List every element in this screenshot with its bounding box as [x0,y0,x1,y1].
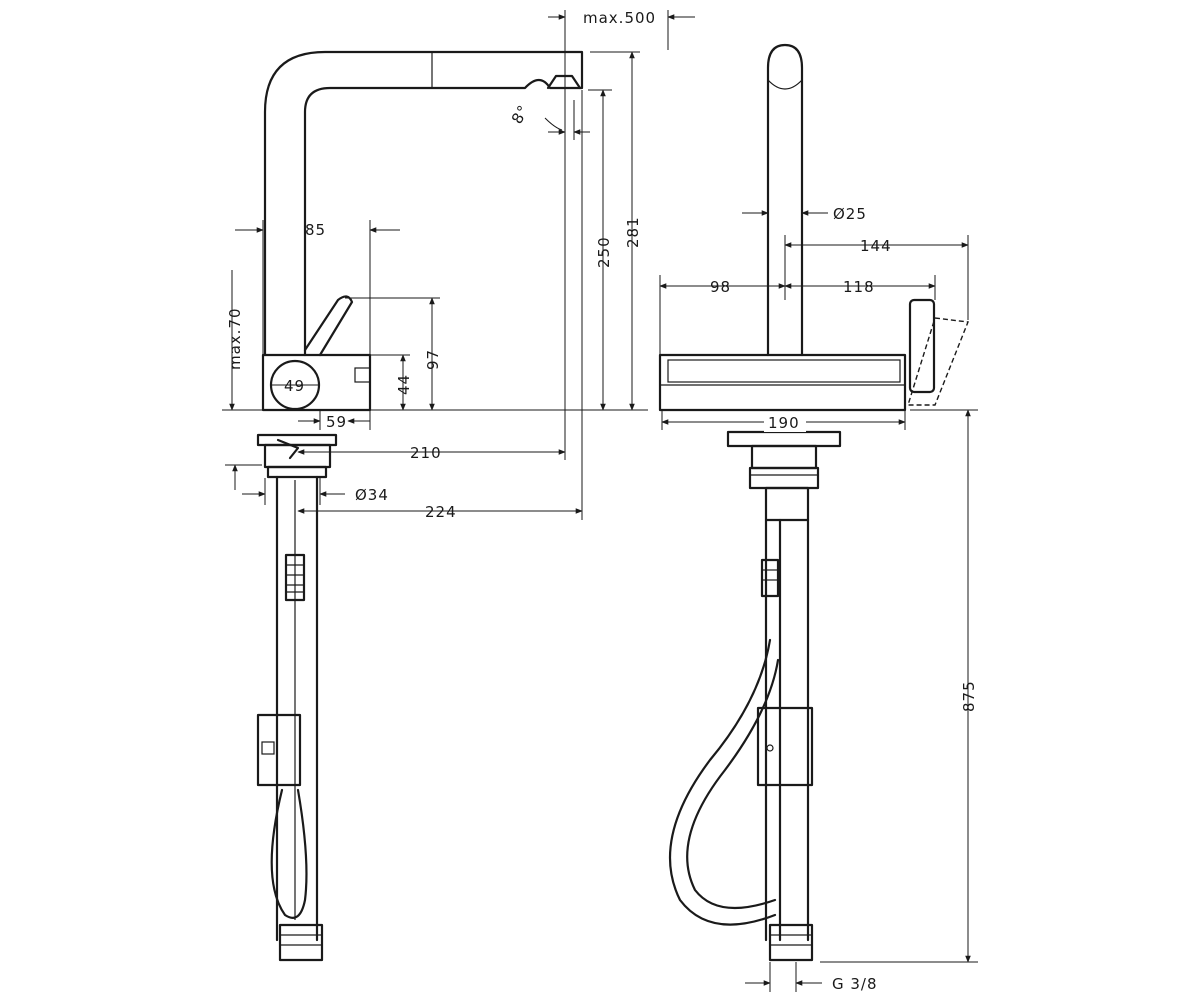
side-mount-clip [276,438,300,460]
dim-281: 281 [624,216,642,248]
dim-max-500: max.500 [583,9,656,27]
front-hose-weight [760,558,780,598]
dim-d25: Ø25 [833,205,867,223]
front-hose-loop-inner [686,658,780,910]
front-mount-nut [748,466,820,490]
side-flange [256,433,338,447]
dim-g38: G 3/8 [832,975,878,993]
front-body-grille [667,359,901,383]
front-dimensions: Ø25 144 98 118 190 875 G 3/8 [659,205,978,993]
dim-44: 44 [395,374,413,395]
dim-250: 250 [595,236,613,268]
front-hose-guide-pin [766,744,774,752]
front-spout-column [766,43,804,357]
dim-59: 59 [326,413,347,431]
dim-144: 144 [860,237,892,255]
side-dimensions: max.500 281 250 8° 85 max.70 97 44 [225,9,695,521]
side-spray-head [546,74,582,90]
dim-85: 85 [305,221,326,239]
side-hose-guide [256,713,302,787]
dim-118: 118 [843,278,875,296]
side-spout-outline [263,50,584,357]
dim-190: 190 [768,414,800,432]
dim-224: 224 [425,503,457,521]
front-connectors [768,923,814,962]
side-body-cap [354,367,371,383]
dim-97: 97 [424,349,442,370]
front-spout-top [767,79,803,90]
side-lever-handle [303,295,354,357]
dim-875: 875 [960,680,978,712]
front-view [658,43,978,962]
dim-d34: Ø34 [355,486,389,504]
dim-210: 210 [410,444,442,462]
dim-max-70: max.70 [226,307,244,370]
front-hose-guide [756,706,814,787]
front-lever-alt [907,317,969,406]
dim-98: 98 [710,278,731,296]
side-hose-guide-clip [261,741,275,755]
front-shank-top [764,486,810,522]
side-connectors [278,923,324,962]
front-mount [750,444,818,470]
front-hose-loop-outer [668,638,777,926]
front-flange [726,430,842,448]
side-view [222,50,648,962]
side-hose-weight [284,553,306,602]
side-hose-loop [270,788,308,919]
dim-49: 49 [284,377,305,395]
side-mount-nut [266,465,328,479]
dim-angle: 8° [508,102,533,127]
front-lever [908,298,936,394]
front-body [658,353,907,412]
